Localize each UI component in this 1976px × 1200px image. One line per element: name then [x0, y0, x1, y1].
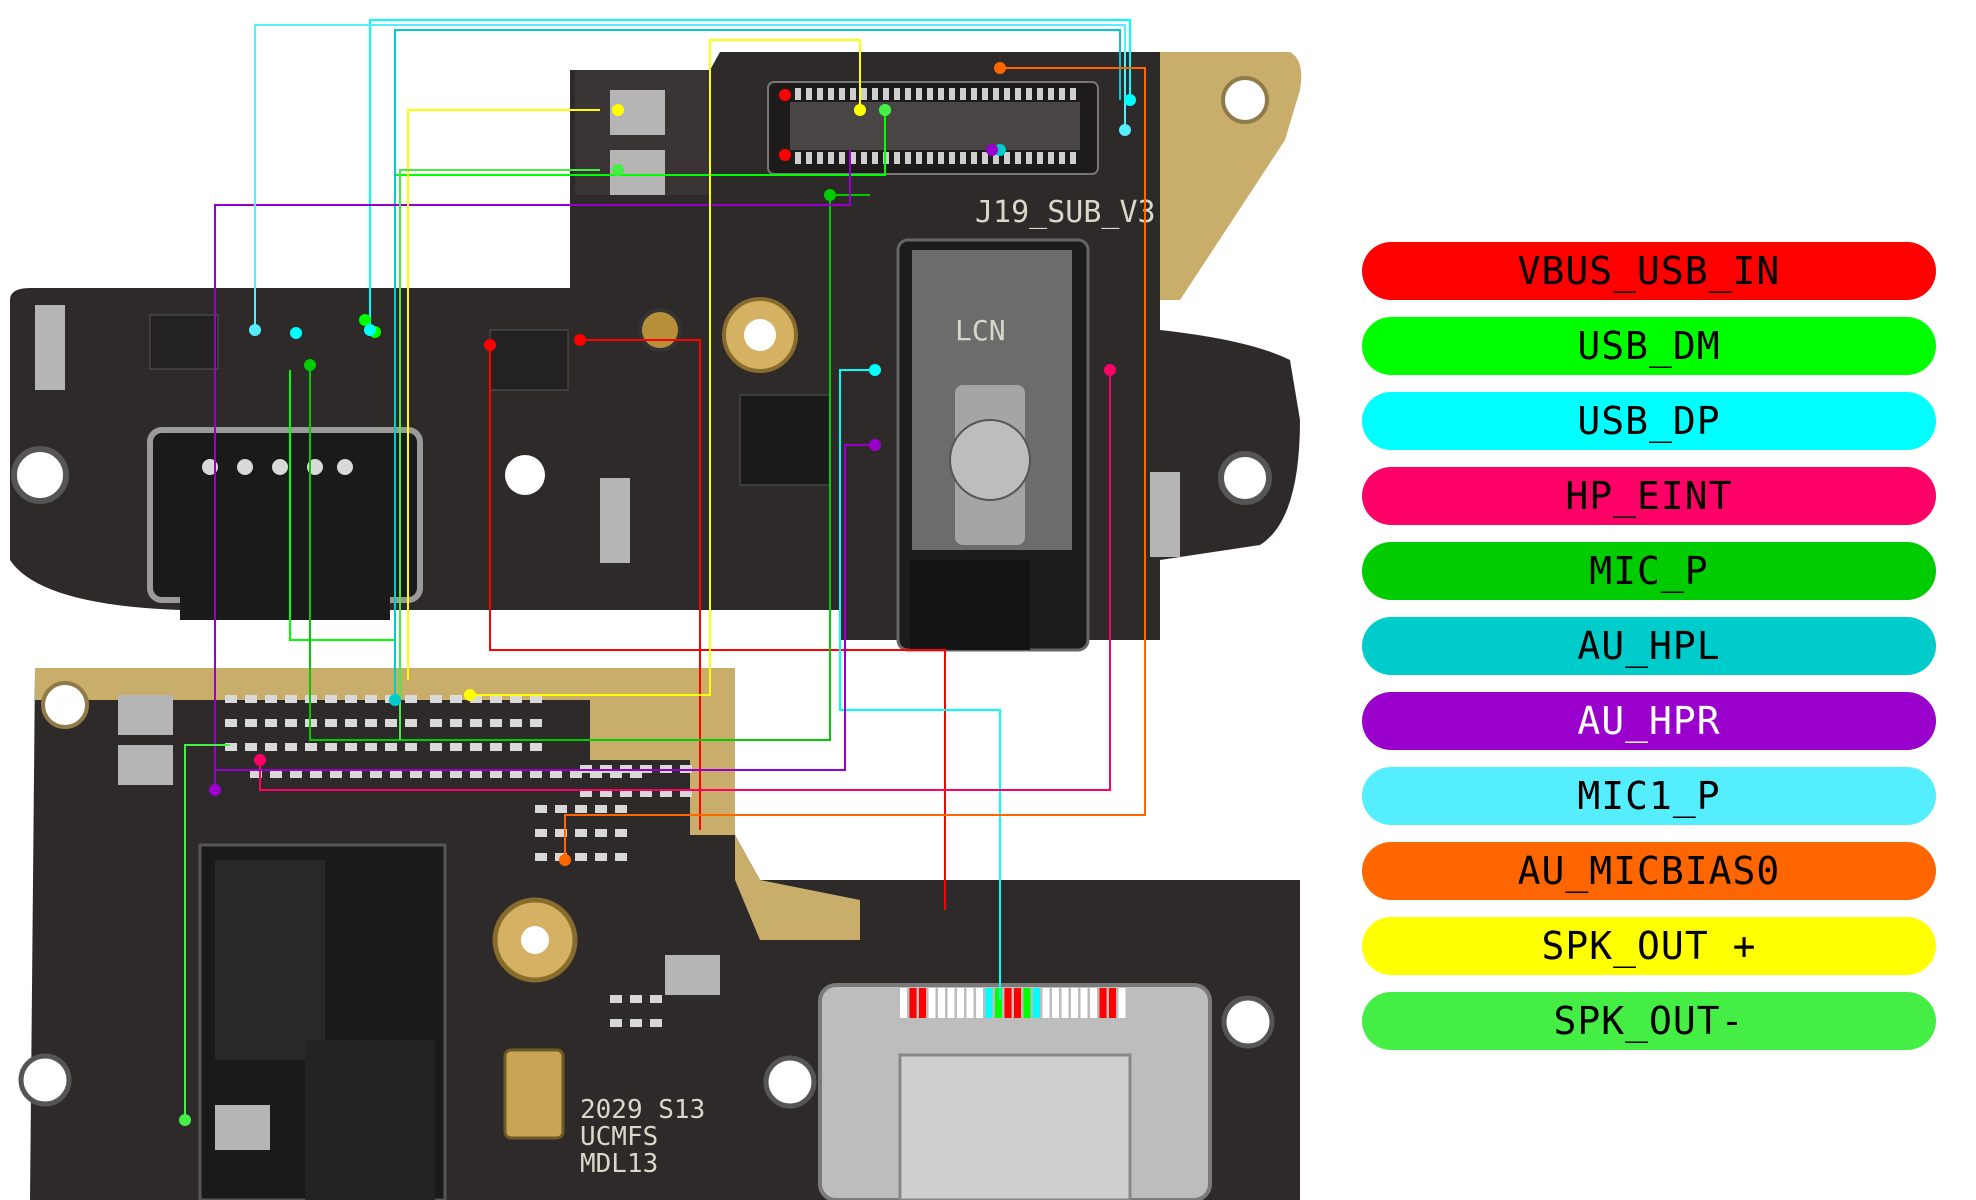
board-top-label: J19_SUB_V3 — [975, 195, 1156, 230]
net-legend: VBUS_USB_IN USB_DM USB_DP HP_EINT MIC_P AU_HP… — [1362, 242, 1936, 1067]
net-pads — [179, 62, 1136, 1126]
top-board: LCN J19_SUB_V3 — [10, 52, 1302, 652]
bottom-marking-line-2: UCMFS — [580, 1122, 658, 1152]
legend-item: SPK_OUT + — [1362, 917, 1936, 975]
legend-item: AU_HPR — [1362, 692, 1936, 750]
legend-item: AU_HPL — [1362, 617, 1936, 675]
bottom-board: 2029 S13 UCMFS MDL13 — [18, 668, 1300, 1200]
bottom-marking-line-1: 2029 S13 — [580, 1095, 705, 1125]
net-traces — [184, 19, 1146, 1120]
legend-item: USB_DM — [1362, 317, 1936, 375]
bottom-marking-line-3: MDL13 — [580, 1149, 658, 1179]
chip-mid — [489, 329, 569, 391]
usb-c-receptacle-top — [147, 427, 423, 620]
legend-item: VBUS_USB_IN — [1362, 242, 1936, 300]
usb-c-receptacle-bottom — [818, 983, 1212, 1200]
chip-top-left — [149, 314, 219, 370]
audio-jack-top: LCN — [896, 238, 1090, 652]
legend-item: HP_EINT — [1362, 467, 1936, 525]
legend-item: MIC_P — [1362, 542, 1936, 600]
legend-item: SPK_OUT- — [1362, 992, 1936, 1050]
ic-large — [739, 394, 831, 486]
btb-connector — [767, 81, 1099, 175]
jack-marking: LCN — [955, 314, 1006, 347]
legend-item: AU_MICBIAS0 — [1362, 842, 1936, 900]
legend-item: USB_DP — [1362, 392, 1936, 450]
legend-item: MIC1_P — [1362, 767, 1936, 825]
